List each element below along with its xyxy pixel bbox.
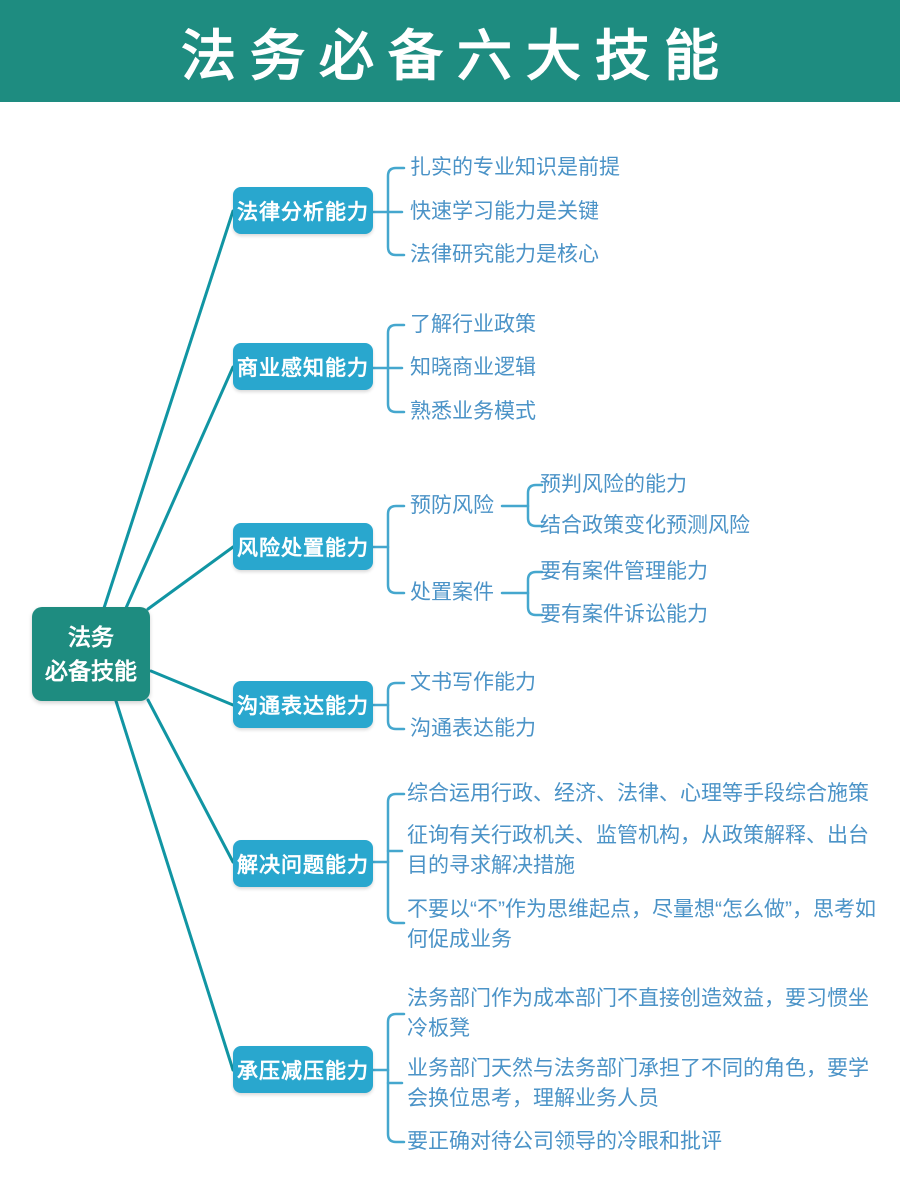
- subnode-prevent-risk: 预防风险: [410, 494, 494, 517]
- branch-1-bracket: [386, 166, 406, 257]
- leaf-item: 综合运用行政、经济、法律、心理等手段综合施策: [407, 782, 869, 805]
- header-banner: 法务必备六大技能: [0, 0, 900, 102]
- root-label-line1: 法务: [68, 624, 114, 650]
- leaf-item: 了解行业政策: [410, 313, 536, 336]
- leaf-item: 预判风险的能力: [540, 473, 687, 496]
- branch-node-communication: 沟通表达能力: [233, 681, 373, 728]
- root-to-branch-2-line: [124, 365, 235, 610]
- root-to-branch-6-line: [114, 699, 235, 1072]
- branch-4-bracket: [386, 681, 406, 731]
- branch-3-bracket: [386, 504, 406, 595]
- branch-node-business-sense: 商业感知能力: [233, 343, 373, 390]
- branch-6-bracket: [386, 1012, 406, 1144]
- leaf-item: 沟通表达能力: [410, 717, 536, 740]
- leaf-item: 法务部门作为成本部门不直接创造效益，要习惯坐冷板凳: [407, 987, 869, 1040]
- branch-node-problem-solving: 解决问题能力: [233, 840, 373, 887]
- leaf-item: 熟悉业务模式: [410, 400, 536, 423]
- leaf-item: 知晓商业逻辑: [410, 356, 536, 379]
- branch-5-bracket: [386, 792, 406, 925]
- branch-node-risk-handling: 风险处置能力: [233, 523, 373, 570]
- leaf-item: 文书写作能力: [410, 671, 536, 694]
- page-title: 法务必备六大技能: [180, 25, 733, 87]
- leaf-item: 快速学习能力是关键: [410, 200, 599, 223]
- root-to-branch-1-line: [102, 209, 235, 610]
- leaf-item: 扎实的专业知识是前提: [410, 156, 620, 179]
- root-to-branch-4-line: [149, 669, 235, 707]
- leaf-item: 结合政策变化预测风险: [540, 514, 750, 537]
- leaf-item: 要有案件管理能力: [540, 560, 708, 583]
- branch-node-pressure-resistance: 承压减压能力: [233, 1046, 373, 1093]
- leaf-item: 要正确对待公司领导的冷眼和批评: [407, 1130, 722, 1153]
- subnode-handle-cases: 处置案件: [410, 581, 494, 604]
- leaf-item: 法律研究能力是核心: [410, 243, 599, 266]
- branch-2-bracket: [386, 323, 406, 414]
- leaf-item: 业务部门天然与法务部门承担了不同的角色，要学会换位思考，理解业务人员: [407, 1057, 869, 1110]
- branch-node-legal-analysis: 法律分析能力: [233, 187, 373, 234]
- root-node: 法务 必备技能: [32, 607, 150, 701]
- leaf-item: 要有案件诉讼能力: [540, 603, 708, 626]
- root-label-line2: 必备技能: [45, 658, 137, 684]
- leaf-item: 征询有关行政机关、监管机构，从政策解释、出台目的寻求解决措施: [407, 824, 869, 877]
- leaf-item: 不要以“不”作为思维起点，尽量想“怎么做”，思考如何促成业务: [407, 898, 876, 951]
- root-to-branch-3-line: [146, 545, 235, 611]
- root-to-branch-5-line: [146, 698, 235, 864]
